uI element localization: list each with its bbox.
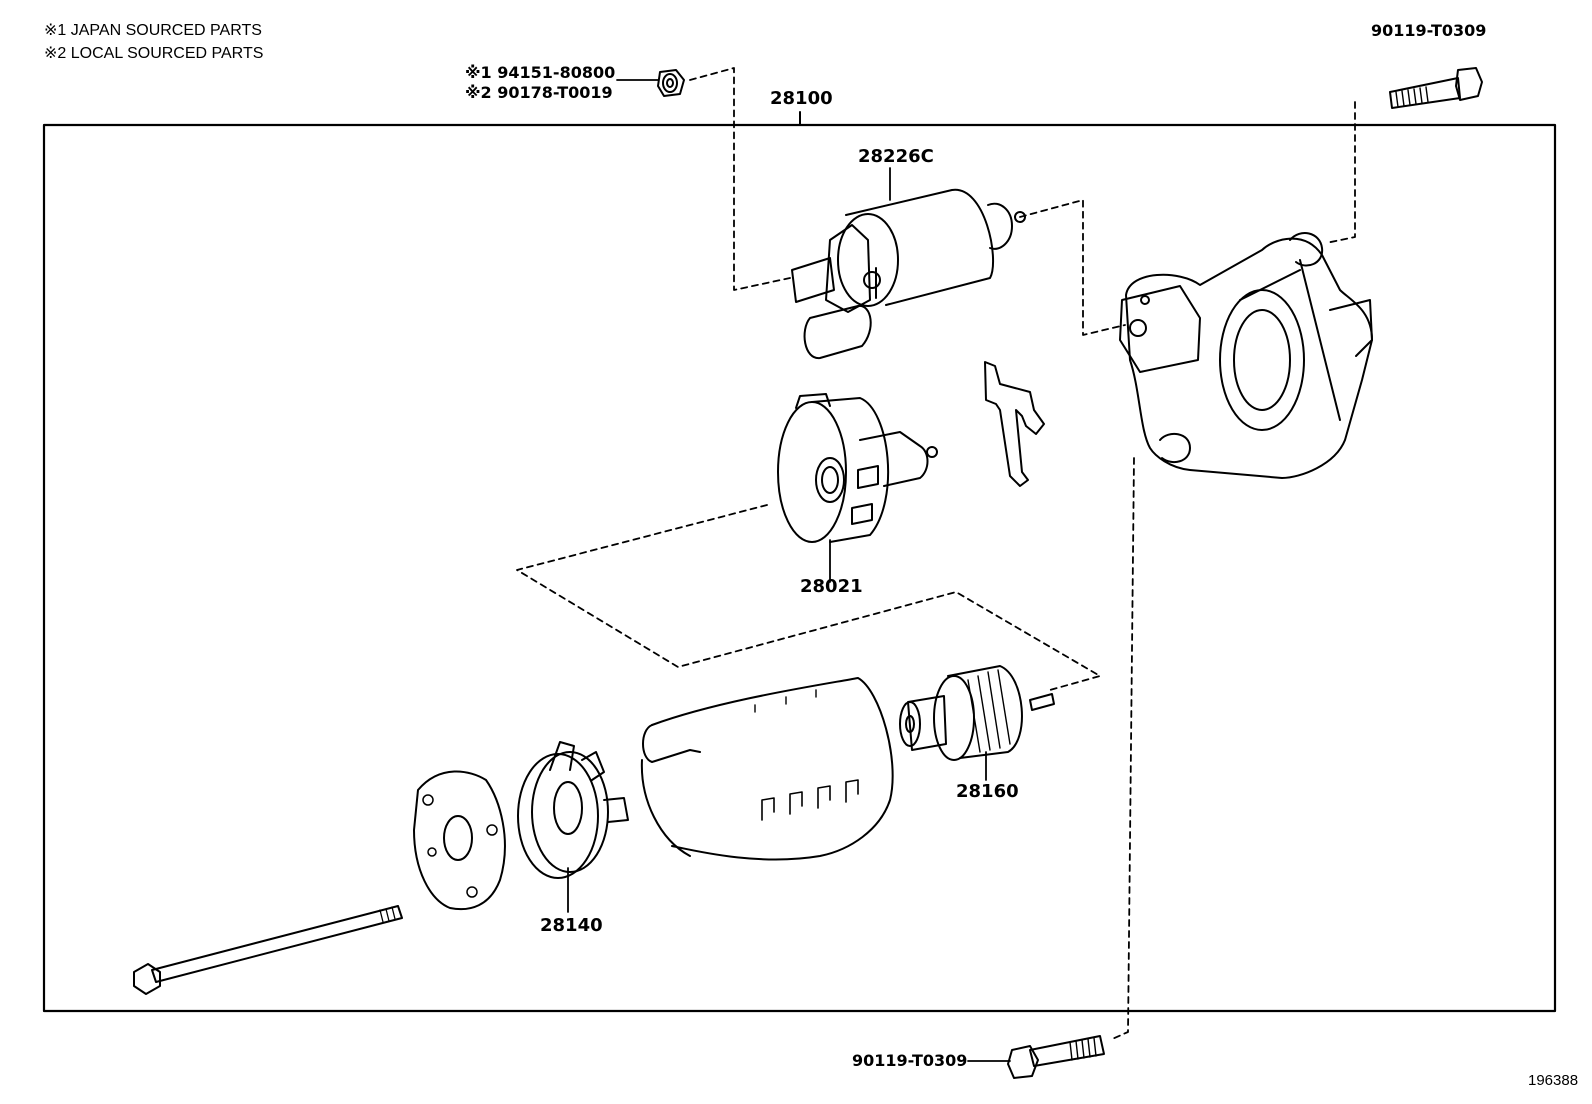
drive-housing-icon bbox=[1119, 232, 1373, 479]
nut-part-number-local[interactable]: ※2 90178-T0019 bbox=[465, 83, 613, 102]
part-label-bolt-bottom[interactable]: 90119-T0309 bbox=[852, 1051, 968, 1070]
part-label-28140[interactable]: 28140 bbox=[540, 915, 603, 936]
brush-holder-icon bbox=[777, 393, 938, 543]
shift-lever-icon bbox=[984, 361, 1045, 487]
note-japan-sourced: ※1 JAPAN SOURCED PARTS bbox=[44, 22, 262, 39]
end-frame-icon bbox=[517, 741, 629, 879]
part-label-bolt-top[interactable]: 90119-T0309 bbox=[1371, 21, 1487, 40]
insulator-plate-icon bbox=[413, 770, 506, 911]
part-label-28226c[interactable]: 28226C bbox=[858, 146, 934, 167]
armature-icon bbox=[899, 665, 1055, 761]
part-label-28021[interactable]: 28021 bbox=[800, 576, 863, 597]
dashed-leaders bbox=[516, 67, 1356, 1041]
bolt-top-icon bbox=[1389, 67, 1483, 109]
bolt-bottom-icon bbox=[1007, 1035, 1105, 1079]
solenoid-switch-icon bbox=[791, 188, 1026, 359]
nut-icon bbox=[657, 69, 685, 97]
solid-leaders bbox=[567, 79, 1011, 1062]
nut-part-number-japan[interactable]: ※1 94151-80800 bbox=[465, 63, 616, 82]
part-label-28100[interactable]: 28100 bbox=[770, 88, 833, 109]
figure-id: 196388 bbox=[1528, 1072, 1579, 1089]
yoke-icon bbox=[640, 677, 894, 861]
note-local-sourced: ※2 LOCAL SOURCED PARTS bbox=[44, 45, 264, 62]
assembly-frame bbox=[42, 123, 1557, 1013]
through-bolt-icon bbox=[133, 905, 403, 995]
part-label-28160[interactable]: 28160 bbox=[956, 781, 1019, 802]
